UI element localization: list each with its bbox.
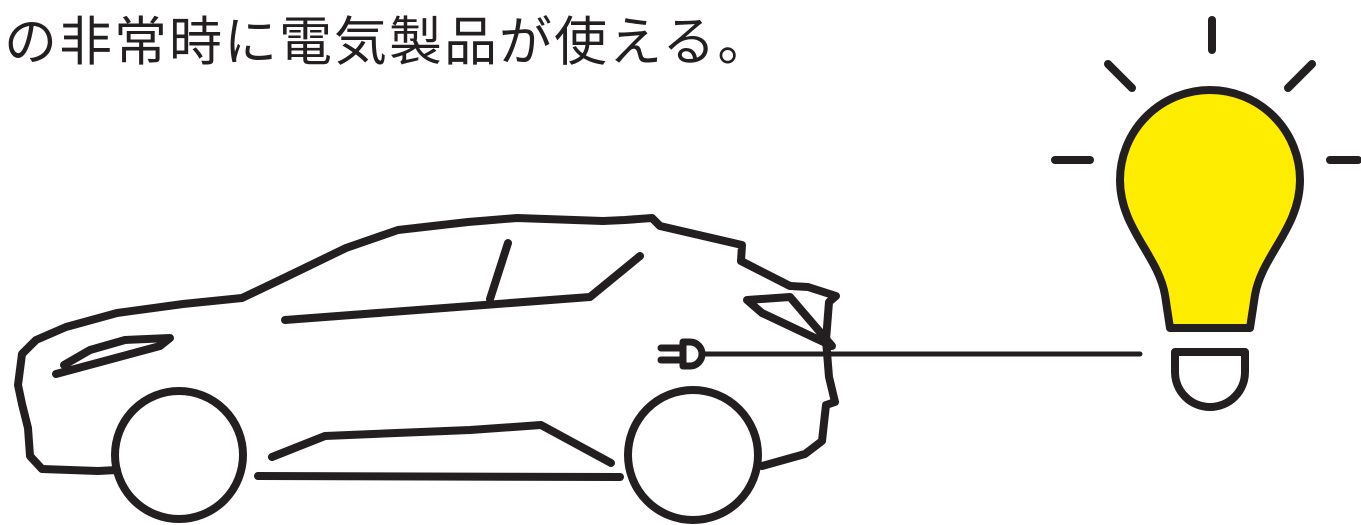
car-outline-icon — [14, 214, 840, 524]
caption-text: の非常時に電気製品が使える。 — [4, 12, 773, 73]
plug-body — [679, 338, 706, 370]
b-pillar-line — [486, 239, 512, 303]
bottom-line — [254, 472, 624, 481]
bulb-glass — [1116, 86, 1304, 332]
plug-icon — [657, 338, 706, 370]
bulb-base — [1171, 348, 1249, 411]
rear-wheel — [624, 386, 762, 524]
side-sill-line — [268, 421, 615, 467]
light-bulb-icon — [1051, 16, 1361, 411]
light-rays — [1051, 16, 1361, 164]
window-line — [281, 252, 644, 324]
headlight — [52, 334, 174, 378]
front-wheel — [111, 387, 247, 523]
rear-light — [743, 293, 836, 350]
